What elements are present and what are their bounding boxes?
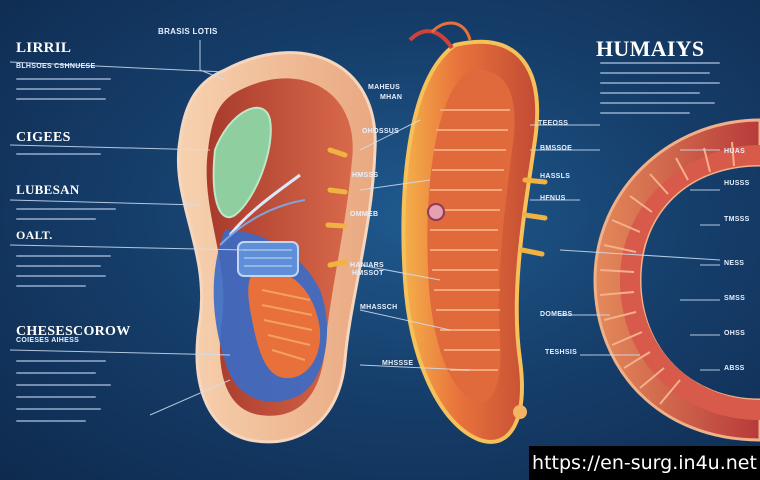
text-bar [16, 98, 106, 100]
text-bar [16, 275, 106, 277]
heading-lubesan: LUBESAN [16, 182, 80, 197]
callout-label: MAHEUS [368, 84, 401, 91]
callout-label: NESS [724, 260, 745, 267]
text-bar [16, 396, 96, 398]
subtext-2: COIESES AIHESS [16, 337, 80, 344]
heading-top-center: BRASIS LOTIS [158, 27, 218, 36]
callout-label: HMSSS [352, 172, 379, 179]
callout-label: OMMEB [350, 211, 379, 218]
callout-label: TESHSIS [545, 349, 578, 356]
text-bar [16, 360, 106, 362]
text-bar [16, 265, 101, 267]
right-organ [593, 118, 760, 442]
callout-label: MHASSCH [360, 304, 398, 311]
text-bar [600, 102, 715, 104]
callout-label: HASSLS [540, 173, 571, 180]
callout-label: SMSS [724, 295, 746, 302]
text-bar [16, 420, 86, 422]
text-bar [600, 72, 710, 74]
callout-label: MHSSSE [382, 360, 414, 367]
text-bar [600, 82, 720, 84]
callout-label: OHOSSUS [362, 128, 400, 135]
heading-chesescorow: CHESESCOROW [16, 324, 131, 339]
text-bar [16, 384, 111, 386]
text-bar [16, 153, 101, 155]
text-bar [600, 112, 690, 114]
leader-lines [9, 40, 721, 416]
text-bar [16, 88, 101, 90]
callout-label: HANIARS [350, 262, 384, 269]
callout-label: DOMEBS [540, 311, 573, 318]
left-organ [176, 51, 377, 444]
callout-label: HFNUS [540, 195, 566, 202]
watermark-url: https://en-surg.in4u.net [529, 446, 760, 480]
callout-label: HUAS [724, 148, 746, 155]
text-bar [16, 218, 96, 220]
callout-label: TEEOSS [538, 120, 569, 127]
text-bar [16, 255, 111, 257]
callout-label: BMSSOE [540, 145, 573, 152]
text-bar [16, 285, 86, 287]
text-bar [16, 408, 101, 410]
subtext-1: BLHSOES CSHNUESE [16, 63, 96, 70]
text-bar [600, 92, 700, 94]
callout-label: HUSSS [724, 180, 750, 187]
heading-organs: CIGEES [16, 130, 71, 145]
text-bar [16, 372, 96, 374]
callout-label: HMSSOT [352, 270, 384, 277]
text-bar [16, 208, 116, 210]
callout-label: ABSS [724, 365, 745, 372]
text-bar [16, 78, 111, 80]
callout-label: OHSS [724, 330, 746, 337]
middle-organ [325, 21, 548, 444]
text-bar [600, 62, 720, 64]
heading-top-right: HUMAIYS [596, 36, 705, 61]
heading-oalt: OALT. [16, 228, 53, 242]
callout-label: MHAN [380, 94, 403, 101]
heading-top-left: LIRRIL [16, 40, 72, 56]
callout-label: TMSSS [724, 216, 750, 223]
